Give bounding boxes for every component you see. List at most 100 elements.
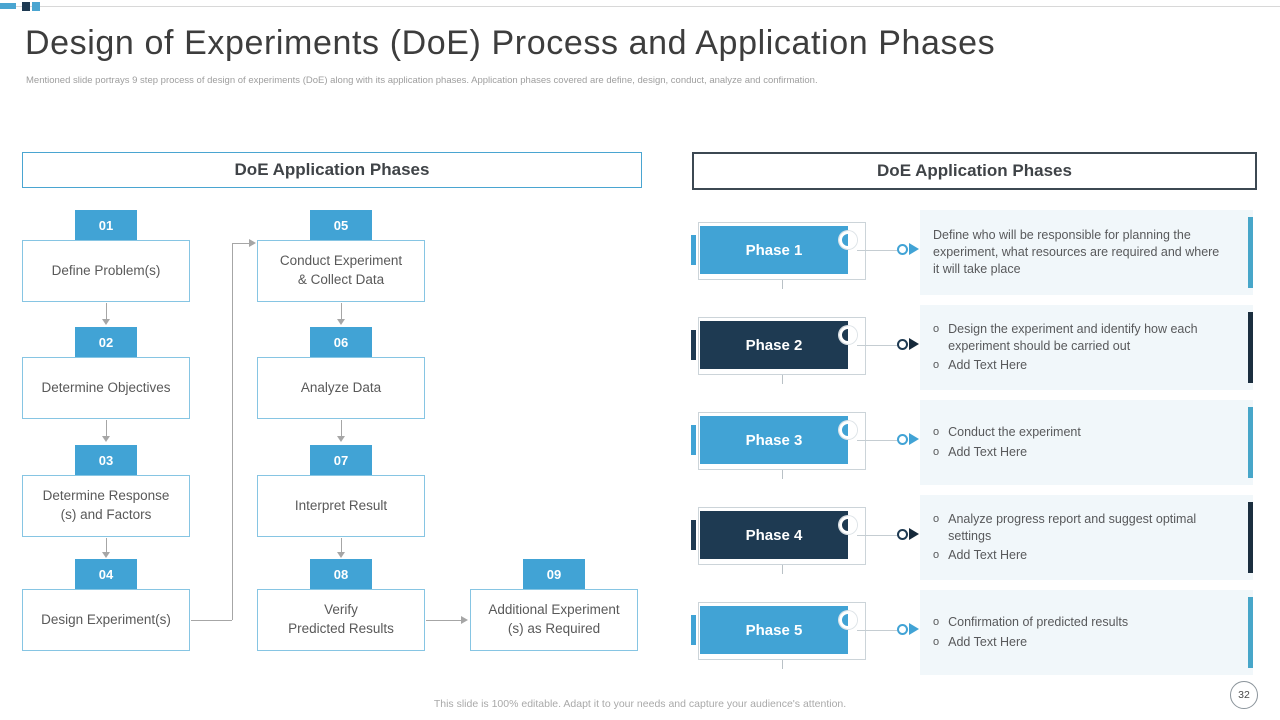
bullet-item: o Add Text Here xyxy=(933,547,1225,564)
arrow-right-icon xyxy=(909,528,919,540)
circle-icon xyxy=(897,624,908,635)
arrow-right-icon xyxy=(249,239,256,247)
top-divider-line xyxy=(0,6,1280,7)
left-section-header: DoE Application Phases xyxy=(22,152,642,188)
step-box-04: Design Experiment(s) xyxy=(22,589,190,651)
bullet-marker: o xyxy=(933,445,940,458)
arrow-down-icon xyxy=(337,552,345,558)
connector-line xyxy=(782,280,783,289)
phase-2-description: o Design the experiment and identify how… xyxy=(920,305,1253,390)
arrow-down-icon xyxy=(102,552,110,558)
phase-3-side-bar xyxy=(691,425,696,455)
connector-line xyxy=(782,375,783,384)
connector-line xyxy=(857,535,897,536)
step-badge-08: 08 xyxy=(310,559,372,589)
phase-3-chip: Phase 3 xyxy=(700,416,848,464)
bullet-text: Add Text Here xyxy=(948,444,1028,459)
circle-icon xyxy=(897,434,908,445)
phase-3-description: o Conduct the experiment o Add Text Here xyxy=(920,400,1253,485)
step-box-01: Define Problem(s) xyxy=(22,240,190,302)
bullet-text: Conduct the experiment xyxy=(948,425,1081,440)
connector-line xyxy=(857,345,897,346)
deco-navy-square xyxy=(22,2,30,11)
connector-line xyxy=(782,470,783,479)
arrow-down-icon xyxy=(337,436,345,442)
circle-connector-icon xyxy=(839,326,857,344)
page-subtitle: Mentioned slide portrays 9 step process … xyxy=(26,75,818,86)
arrow-right-icon xyxy=(909,338,919,350)
circle-connector-icon xyxy=(839,611,857,629)
bullet-item: o Add Text Here xyxy=(933,634,1225,651)
connector-line xyxy=(857,630,897,631)
bullet-text: Confirmation of predicted results xyxy=(948,615,1129,630)
deco-blue-square xyxy=(32,2,40,11)
step-box-09: Additional Experiment (s) as Required xyxy=(470,589,638,651)
connector-line xyxy=(782,565,783,574)
page-number-badge: 32 xyxy=(1230,681,1258,709)
bullet-item: o Analyze progress report and suggest op… xyxy=(933,511,1225,546)
arrow-right-icon xyxy=(461,616,468,624)
step-box-06: Analyze Data xyxy=(257,357,425,419)
right-section-header: DoE Application Phases xyxy=(692,152,1257,190)
step-box-07: Interpret Result xyxy=(257,475,425,537)
circle-icon xyxy=(897,339,908,350)
connector-line xyxy=(857,440,897,441)
connector-line xyxy=(426,620,461,621)
phase-1-text: Define who will be responsible for plann… xyxy=(933,227,1220,277)
right-section-header-label: DoE Application Phases xyxy=(877,161,1072,180)
deco-blue-bar xyxy=(0,3,16,9)
arrow-down-icon xyxy=(102,319,110,325)
step-badge-07: 07 xyxy=(310,445,372,475)
left-section-header-label: DoE Application Phases xyxy=(234,160,430,179)
circle-connector-icon xyxy=(839,231,857,249)
page-title: Design of Experiments (DoE) Process and … xyxy=(25,24,996,62)
phase-2-side-bar xyxy=(691,330,696,360)
phase-2-chip: Phase 2 xyxy=(700,321,848,369)
page-number: 32 xyxy=(1238,689,1250,701)
step-badge-04: 04 xyxy=(75,559,137,589)
phase-5-description: o Confirmation of predicted results o Ad… xyxy=(920,590,1253,675)
bullet-marker: o xyxy=(933,512,940,525)
arrow-right-icon xyxy=(909,243,919,255)
bullet-text: Add Text Here xyxy=(948,548,1028,563)
connector-line xyxy=(232,243,233,620)
step-box-08: Verify Predicted Results xyxy=(257,589,425,651)
connector-line xyxy=(191,620,232,621)
bullet-item: o Design the experiment and identify how… xyxy=(933,321,1225,356)
phase-1-side-bar xyxy=(691,235,696,265)
phase-4-side-bar xyxy=(691,520,696,550)
phase-1-chip: Phase 1 xyxy=(700,226,848,274)
bullet-item: o Conduct the experiment xyxy=(933,424,1225,441)
step-badge-06: 06 xyxy=(310,327,372,357)
bullet-item: o Add Text Here xyxy=(933,444,1225,461)
arrow-down-icon xyxy=(337,319,345,325)
bullet-text: Add Text Here xyxy=(948,358,1028,373)
step-badge-02: 02 xyxy=(75,327,137,357)
step-box-02: Determine Objectives xyxy=(22,357,190,419)
connector-line xyxy=(857,250,897,251)
connector-line xyxy=(341,303,342,319)
arrow-down-icon xyxy=(102,436,110,442)
connector-line xyxy=(782,660,783,669)
connector-line xyxy=(106,420,107,436)
arrow-right-icon xyxy=(909,433,919,445)
connector-line xyxy=(341,420,342,436)
step-badge-05: 05 xyxy=(310,210,372,240)
phase-5-side-bar xyxy=(691,615,696,645)
bullet-marker: o xyxy=(933,635,940,648)
connector-line xyxy=(106,538,107,552)
arrow-right-icon xyxy=(909,623,919,635)
step-badge-09: 09 xyxy=(523,559,585,589)
bullet-marker: o xyxy=(933,359,940,372)
circle-connector-icon xyxy=(839,421,857,439)
step-badge-03: 03 xyxy=(75,445,137,475)
bullet-text: Analyze progress report and suggest opti… xyxy=(948,511,1197,543)
connector-line xyxy=(233,243,249,244)
accent-bar xyxy=(1248,407,1253,478)
bullet-text: Add Text Here xyxy=(948,634,1028,649)
circle-icon xyxy=(897,244,908,255)
step-box-03: Determine Response (s) and Factors xyxy=(22,475,190,537)
bullet-marker: o xyxy=(933,426,940,439)
step-badge-01: 01 xyxy=(75,210,137,240)
